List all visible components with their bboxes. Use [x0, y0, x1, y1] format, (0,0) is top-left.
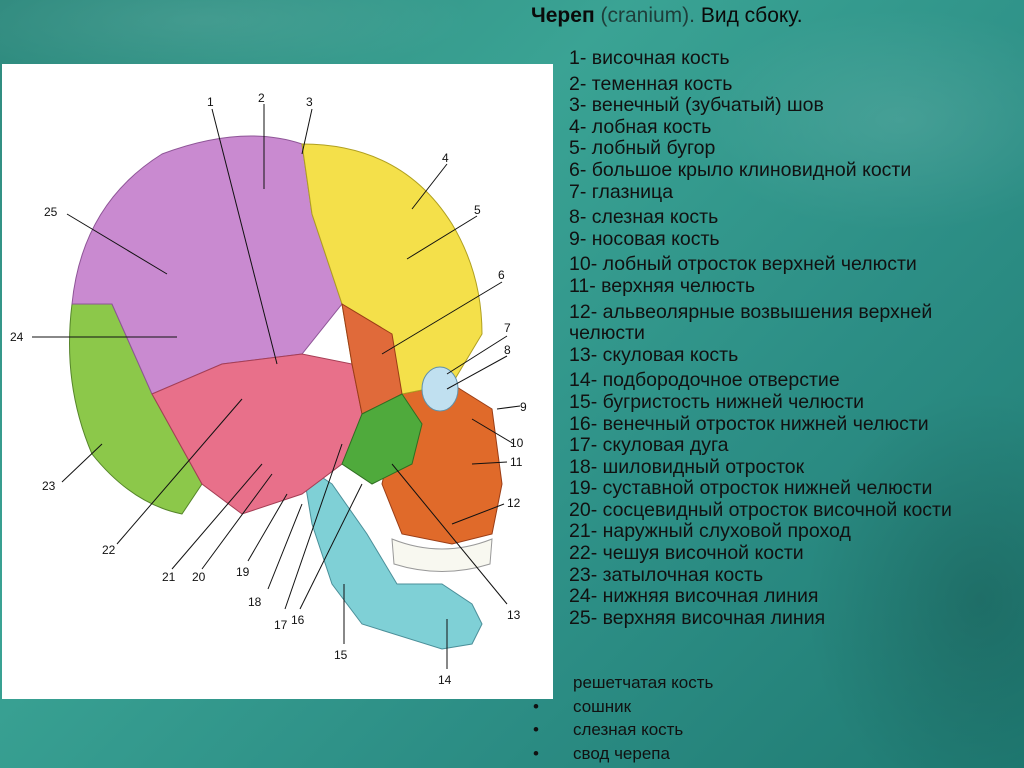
extra-item: • слезная кость — [530, 718, 713, 742]
bullet-icon — [530, 671, 573, 695]
bullet-icon: • — [533, 696, 539, 716]
figure-label-13: 13 — [507, 608, 521, 622]
mandible-shape — [301, 462, 483, 650]
title-rest: Вид сбоку. — [695, 4, 803, 27]
title-bold: Череп — [531, 4, 595, 27]
bullet-icon: • — [533, 743, 539, 763]
orbit-shape — [421, 366, 459, 412]
legend-item: 23- затылочная кость — [569, 563, 764, 586]
legend-item: 14- подбородочное отверстие — [569, 369, 840, 392]
legend-item: 4- лобная кость — [569, 115, 712, 138]
figure-label-18: 18 — [248, 595, 262, 609]
figure-label-12: 12 — [507, 496, 521, 510]
legend-item: 25- верхняя височная линия — [569, 606, 826, 629]
legend-item: 13- скуловая кость — [569, 343, 739, 366]
figure-label-23: 23 — [42, 479, 56, 493]
legend-item: 3- венечный (зубчатый) шов — [569, 94, 824, 117]
legend-item: 19- суставной отросток нижней челюсти — [569, 477, 933, 500]
legend-list: 1- височная кость 2- теменная кость 3- в… — [569, 47, 1009, 629]
figure-label-9: 9 — [520, 400, 527, 414]
legend-item: 9- носовая кость — [569, 227, 720, 250]
leader-lines — [32, 104, 521, 669]
figure-label-10: 10 — [510, 436, 524, 450]
extra-item-text: свод черепа — [573, 743, 670, 763]
page-title: Череп (cranium). Вид сбоку. — [531, 4, 803, 28]
legend-item: 20- сосцевидный отросток височной кости — [569, 498, 952, 521]
legend-item: 16- венечный отросток нижней челюсти — [569, 412, 929, 435]
figure-label-25: 25 — [44, 205, 58, 219]
zygomatic-shape — [341, 393, 423, 485]
figure-label-1: 1 — [207, 95, 214, 109]
skull-figure: 1 2 3 4 5 6 7 8 9 10 11 12 13 14 15 16 1… — [2, 64, 553, 699]
figure-label-16: 16 — [291, 613, 305, 627]
extra-item: решетчатая кость — [530, 671, 713, 695]
figure-label-24: 24 — [10, 330, 24, 344]
legend-item: 12- альвеолярные возвышения верхней челю… — [569, 300, 933, 345]
legend-item: 11- верхняя челюсть — [569, 274, 756, 297]
figure-label-4: 4 — [442, 151, 449, 165]
legend-item: 10- лобный отросток верхней челюсти — [569, 253, 917, 276]
extra-item: • сошник — [530, 695, 713, 719]
legend-item: 5- лобный бугор — [569, 137, 716, 160]
extra-item-text: слезная кость — [573, 720, 684, 739]
extra-list: решетчатая кость •сошник •слезная кость … — [530, 671, 713, 765]
figure-label-17: 17 — [274, 618, 288, 632]
legend-item: 2- теменная кость — [569, 72, 733, 95]
figure-label-5: 5 — [474, 203, 481, 217]
figure-label-15: 15 — [334, 648, 348, 662]
figure-label-3: 3 — [306, 95, 313, 109]
figure-label-8: 8 — [504, 343, 511, 357]
legend-item: 8- слезная кость — [569, 206, 719, 229]
bullet-icon: • — [533, 720, 539, 739]
legend-item: 15- бугристость нижней челюсти — [569, 390, 865, 413]
figure-label-2: 2 — [258, 91, 265, 105]
figure-label-19: 19 — [236, 565, 250, 579]
legend-item: 17- скуловая дуга — [569, 434, 729, 457]
skull-illustration: 1 2 3 4 5 6 7 8 9 10 11 12 13 14 15 16 1… — [10, 91, 527, 687]
figure-label-6: 6 — [498, 268, 505, 282]
title-latin: (cranium). — [594, 4, 695, 27]
figure-label-7: 7 — [504, 321, 511, 335]
teeth-shape — [391, 538, 493, 572]
extra-item-text: сошник — [573, 696, 632, 716]
legend-item: 6- большое крыло клиновидной кости — [569, 158, 912, 181]
legend-item: 7- глазница — [569, 180, 674, 203]
figure-label-14: 14 — [438, 673, 452, 687]
figure-label-22: 22 — [102, 543, 116, 557]
extra-item: • свод черепа — [530, 742, 713, 766]
legend-item: 1- височная кость — [569, 47, 730, 69]
legend-item: 22- чешуя височной кости — [569, 542, 804, 565]
figure-label-21: 21 — [162, 570, 176, 584]
figure-label-11: 11 — [510, 455, 523, 469]
extra-item-text: решетчатая кость — [573, 673, 714, 692]
legend-item: 24- нижняя височная линия — [569, 585, 819, 608]
legend-item: 21- наружный слуховой проход — [569, 520, 851, 543]
figure-label-20: 20 — [192, 570, 206, 584]
legend-item: 18- шиловидный отросток — [569, 455, 805, 478]
